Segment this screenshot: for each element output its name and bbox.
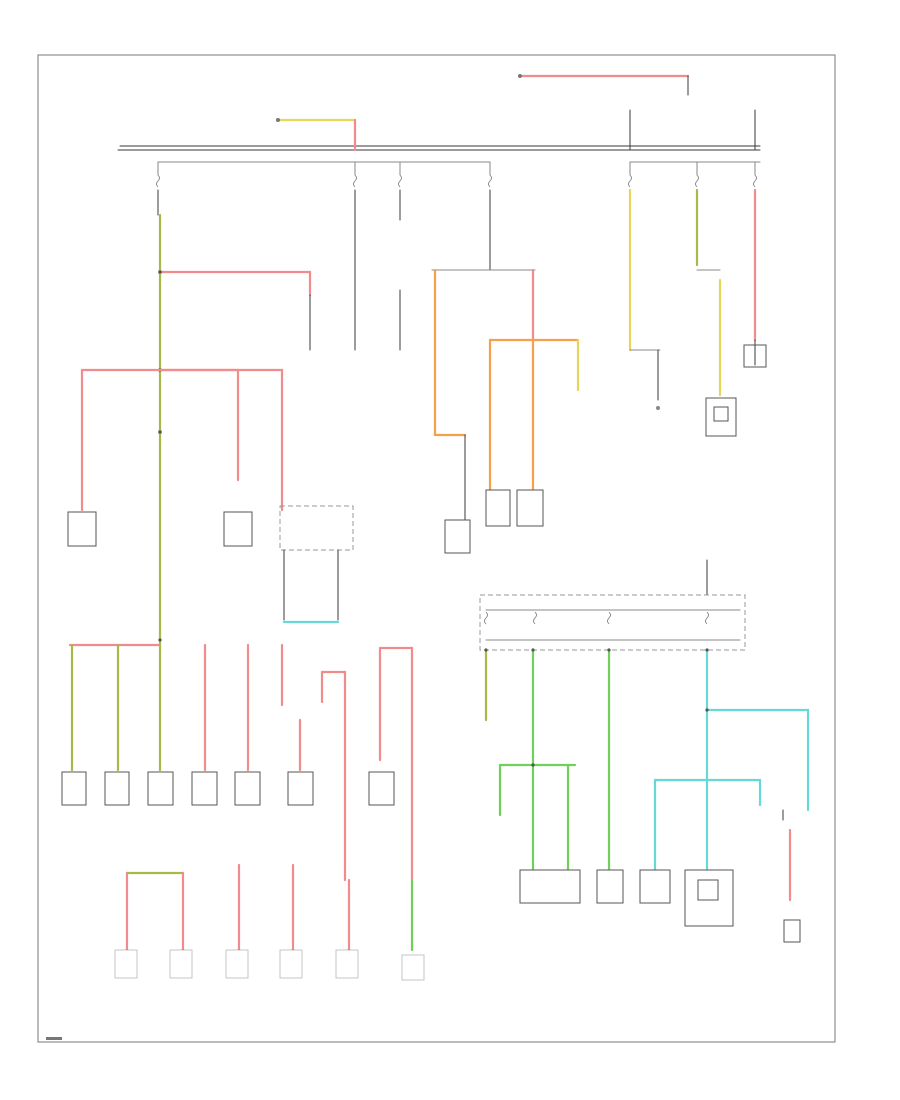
center-fuse-wires <box>354 189 580 521</box>
connector-d <box>67 511 97 547</box>
left-trunk <box>80 189 312 642</box>
bottom-row <box>114 863 425 981</box>
connector-b <box>485 489 511 527</box>
lower-left-branches <box>61 638 414 882</box>
top-power-feeds <box>117 74 761 163</box>
splice-points <box>158 638 709 767</box>
fuse-row-top <box>156 161 757 188</box>
module-center <box>279 505 354 551</box>
diagram-frame <box>37 54 836 1043</box>
top-components <box>67 339 767 624</box>
footer-mark <box>46 1037 62 1040</box>
right-fuse-wires <box>628 188 757 401</box>
connector-c <box>516 489 544 527</box>
bottom-right-components <box>519 869 801 943</box>
connector-a <box>444 519 471 554</box>
connector-e <box>223 511 253 547</box>
connector-f <box>743 344 767 368</box>
right-distribution-bus <box>479 559 810 902</box>
